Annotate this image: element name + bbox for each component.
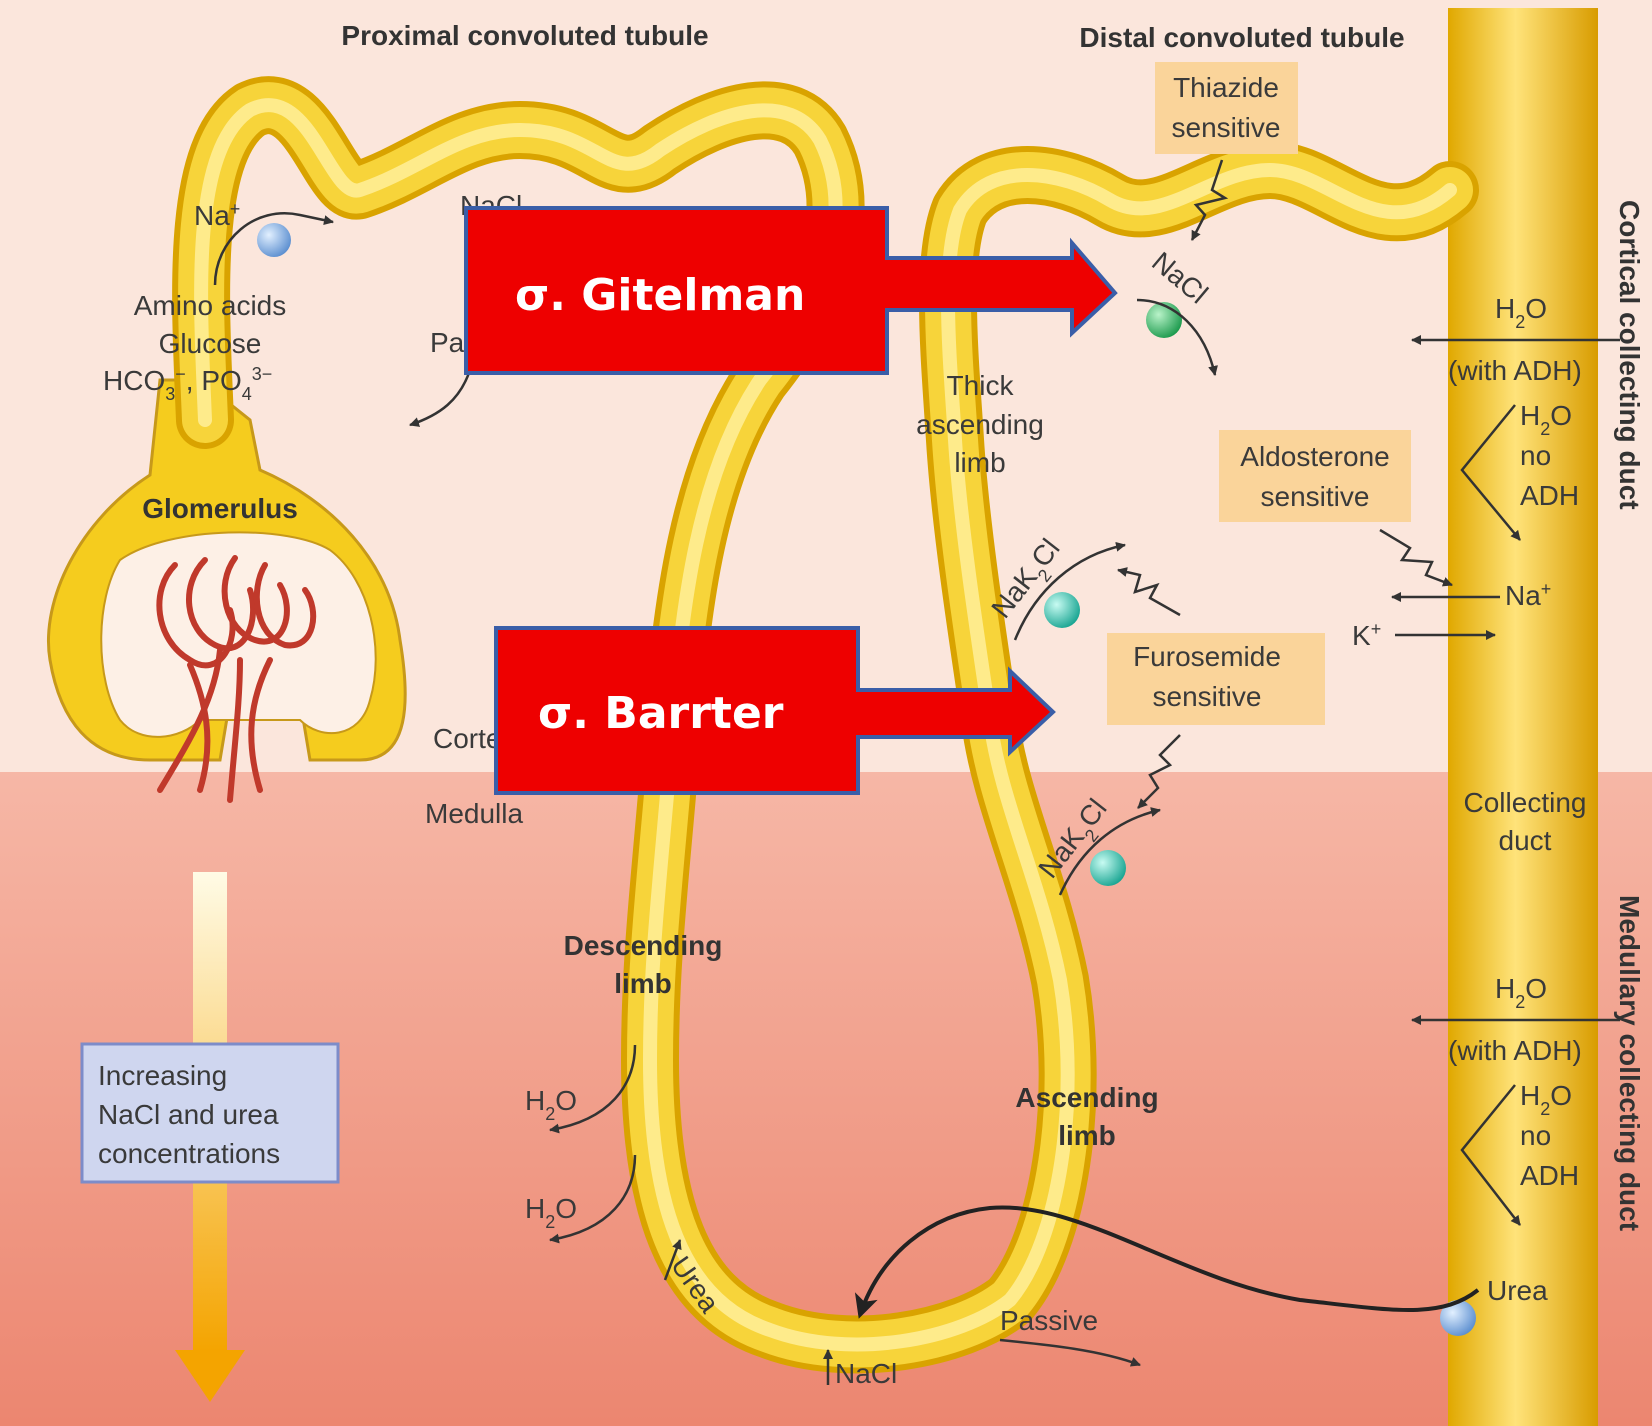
svg-text:no: no [1520, 1120, 1551, 1151]
gitelman-label: σ. Gitelman [515, 270, 805, 321]
svg-text:ADH: ADH [1520, 480, 1579, 511]
heading-distal: Distal convoluted tubule [1079, 22, 1404, 53]
dct-nacl-transporter [1146, 302, 1182, 338]
thiazide-label-1: Thiazide [1173, 72, 1279, 103]
legend-line-3: concentrations [98, 1138, 280, 1169]
svg-text:(with ADH): (with ADH) [1448, 1035, 1582, 1066]
amino-acids-label: Amino acids [134, 290, 287, 321]
collecting-duct [1448, 8, 1598, 1426]
descending-limb-label-2: limb [614, 968, 672, 999]
thick-ascending-label-3: limb [954, 447, 1005, 478]
collecting-duct-label-2: duct [1499, 825, 1552, 856]
thiazide-label-2: sensitive [1172, 112, 1281, 143]
nacl-loop-label: NaCl [835, 1358, 897, 1389]
glucose-label: Glucose [159, 328, 262, 359]
collecting-duct-label-1: Collecting [1464, 787, 1587, 818]
nak2cl-lower-transporter [1090, 850, 1126, 886]
proximal-passive-label: Pa [430, 327, 465, 358]
heading-proximal: Proximal convoluted tubule [341, 20, 708, 51]
svg-text:no: no [1520, 440, 1551, 471]
svg-text:ADH: ADH [1520, 1160, 1579, 1191]
furosemide-label-2: sensitive [1153, 681, 1262, 712]
passive-label: Passive [1000, 1305, 1098, 1336]
proximal-na-transporter [257, 223, 291, 257]
descending-limb-label-1: Descending [564, 930, 723, 961]
barrter-label: σ. Barrter [538, 688, 784, 739]
aldosterone-label-2: sensitive [1261, 481, 1370, 512]
legend-line-1: Increasing [98, 1060, 227, 1091]
thick-ascending-label-1: Thick [947, 370, 1015, 401]
ascending-limb-label-2: limb [1058, 1120, 1116, 1151]
medulla-label: Medulla [425, 798, 523, 829]
urea-duct-label: Urea [1487, 1275, 1548, 1306]
ascending-limb-label-1: Ascending [1015, 1082, 1158, 1113]
nak2cl-upper-transporter [1044, 592, 1080, 628]
thick-ascending-label-2: ascending [916, 409, 1044, 440]
heading-cortical-duct: Cortical collecting duct [1614, 200, 1645, 510]
aldosterone-label-1: Aldosterone [1240, 441, 1389, 472]
glomerulus-label: Glomerulus [142, 493, 298, 524]
svg-text:(with ADH): (with ADH) [1448, 355, 1582, 386]
heading-medullary-duct: Medullary collecting duct [1614, 895, 1645, 1231]
furosemide-label-1: Furosemide [1133, 641, 1281, 672]
legend-line-2: NaCl and urea [98, 1099, 279, 1130]
